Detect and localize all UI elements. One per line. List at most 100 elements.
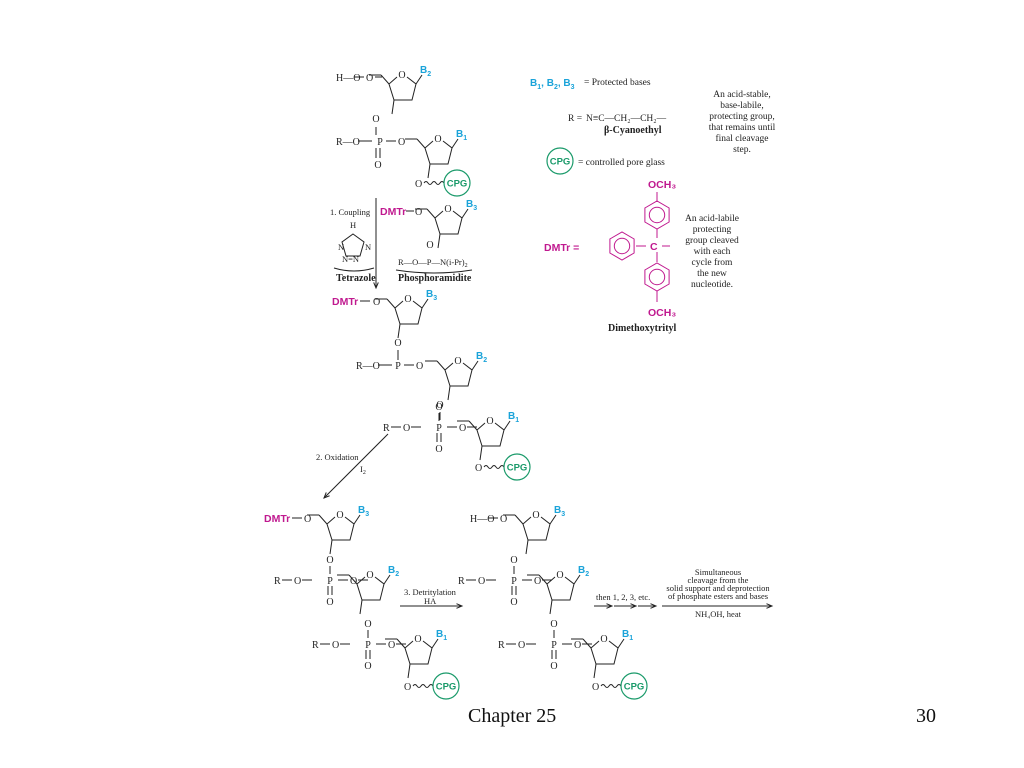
phenyl-ring xyxy=(609,231,635,261)
c3-bond xyxy=(525,539,529,555)
r-group-label: R xyxy=(498,640,505,651)
sugar-ring xyxy=(404,640,433,665)
cpg-label: CPG xyxy=(507,463,528,474)
oxo-oxygen: O xyxy=(510,597,517,608)
cleavage-note-line: Simultaneous xyxy=(695,567,741,577)
r-equals: R = xyxy=(568,114,582,124)
dmtr-equals: DMTr = xyxy=(544,242,579,254)
base-bond xyxy=(353,514,361,525)
phosphoramidite-label: Phosphoramidite xyxy=(398,273,472,284)
base-2: B2 xyxy=(476,351,487,364)
ring-oxygen: O xyxy=(600,634,607,645)
oxo-oxygen: O xyxy=(550,661,557,672)
coupling-step-label: 1. Coupling xyxy=(330,207,371,217)
oxygen: O xyxy=(394,338,401,349)
phosphate-oxygen: O xyxy=(403,423,410,434)
och3-bottom: OCH₃ xyxy=(648,307,676,319)
c3-bond xyxy=(359,599,363,615)
r-group-label: R xyxy=(274,576,281,587)
linker-oxygen: O xyxy=(475,463,482,474)
dmtr-note-line: cycle from xyxy=(692,257,733,268)
ring-oxygen: O xyxy=(366,570,373,581)
c3-bond xyxy=(397,323,401,339)
phosphorus-label: P xyxy=(327,576,333,587)
ring-oxygen: O xyxy=(414,634,421,645)
phosphate-oxygen: O xyxy=(518,640,525,651)
phosphate-oxygen: O xyxy=(478,576,485,587)
sugar-ring xyxy=(590,640,619,665)
phosphate-oxygen: O xyxy=(510,555,517,566)
trityl-carbon: C xyxy=(650,241,658,253)
phosphate-oxygen: O xyxy=(435,402,442,413)
hydroxyl-label: H—O xyxy=(336,73,360,84)
oxygen: O xyxy=(372,114,379,125)
ch2-bond xyxy=(468,420,478,431)
ch2-bond xyxy=(538,574,548,585)
cyanoethyl-note-line: base-labile, xyxy=(720,101,764,111)
base-1: B1 xyxy=(622,629,633,642)
c3-bond xyxy=(391,99,395,115)
ring-oxygen: O xyxy=(398,70,405,81)
ring-oxygen: O xyxy=(404,294,411,305)
base-bond xyxy=(617,638,625,649)
phosphate-oxygen: O xyxy=(294,576,301,587)
oxygen: O xyxy=(398,137,405,148)
tetrazole-ring xyxy=(341,233,365,257)
sugar-ring xyxy=(326,516,355,541)
sugar-ring xyxy=(394,300,423,325)
phosphate-oxygen: O xyxy=(574,640,581,651)
sugar-ring xyxy=(444,362,473,387)
tetrazole-n: N xyxy=(365,242,371,252)
cpg-label: CPG xyxy=(436,682,457,693)
phosphate-oxygen: O xyxy=(350,576,357,587)
base-bond xyxy=(383,574,391,585)
oxo-oxygen: O xyxy=(374,160,381,171)
sugar-ring xyxy=(476,422,505,447)
base-bond xyxy=(451,138,459,149)
coupling-arrow-head xyxy=(373,282,379,290)
sugar-ring xyxy=(388,76,417,101)
c3-bond xyxy=(447,385,451,401)
dmtr-label: DMTr xyxy=(332,296,358,308)
hydroxyl-label: H—O xyxy=(470,514,494,525)
base-2: B2 xyxy=(388,565,399,578)
ch2-bond xyxy=(582,638,592,649)
repeat-arrow-1-head xyxy=(606,603,614,609)
ch2-bond xyxy=(348,574,358,585)
protected-bases-text: = Protected bases xyxy=(584,78,651,88)
base-bond xyxy=(421,298,429,309)
phosphorus-label: P xyxy=(395,361,401,372)
methoxyphenyl-ring-top-aromatic xyxy=(648,206,666,224)
methoxyphenyl-ring-bottom-aromatic xyxy=(648,268,666,286)
chapter-label: Chapter 25 xyxy=(468,705,557,727)
phosphorus-label: P xyxy=(377,137,383,148)
ring-oxygen: O xyxy=(556,570,563,581)
sugar-ring xyxy=(356,576,385,601)
cpg-support-circle xyxy=(546,147,574,175)
dmtr-note-line: An acid-labile xyxy=(685,214,739,224)
dmtr-note-line: protecting xyxy=(693,225,732,235)
c3-bond xyxy=(427,163,431,179)
c3-bond xyxy=(549,599,553,615)
base-bond xyxy=(573,574,581,585)
linker-wavy-bond xyxy=(412,684,434,688)
cpg-label: CPG xyxy=(550,157,571,168)
tetrazole-label: Tetrazole xyxy=(336,273,376,284)
base-1: B1 xyxy=(508,411,519,424)
oxo-oxygen: O xyxy=(326,597,333,608)
dmtr-label: DMTr xyxy=(264,513,290,525)
oxygen: O xyxy=(426,240,433,251)
ch2-bond xyxy=(396,638,406,649)
oxidation-step-label: 2. Oxidation xyxy=(316,452,359,462)
detritylation-step-label: 3. Detritylation xyxy=(404,587,457,597)
dmtr-note-line: the new xyxy=(697,269,727,279)
ring-oxygen: O xyxy=(444,204,451,215)
phosphorus-label: P xyxy=(551,640,557,651)
page-number: 30 xyxy=(916,705,936,727)
oxo-oxygen: O xyxy=(364,661,371,672)
protected-bases-symbols: B1, B2, B3 xyxy=(530,78,575,91)
base-bond xyxy=(431,638,439,649)
cleavage-note-line: of phosphate esters and bases xyxy=(668,591,768,601)
base-1: B1 xyxy=(436,629,447,642)
